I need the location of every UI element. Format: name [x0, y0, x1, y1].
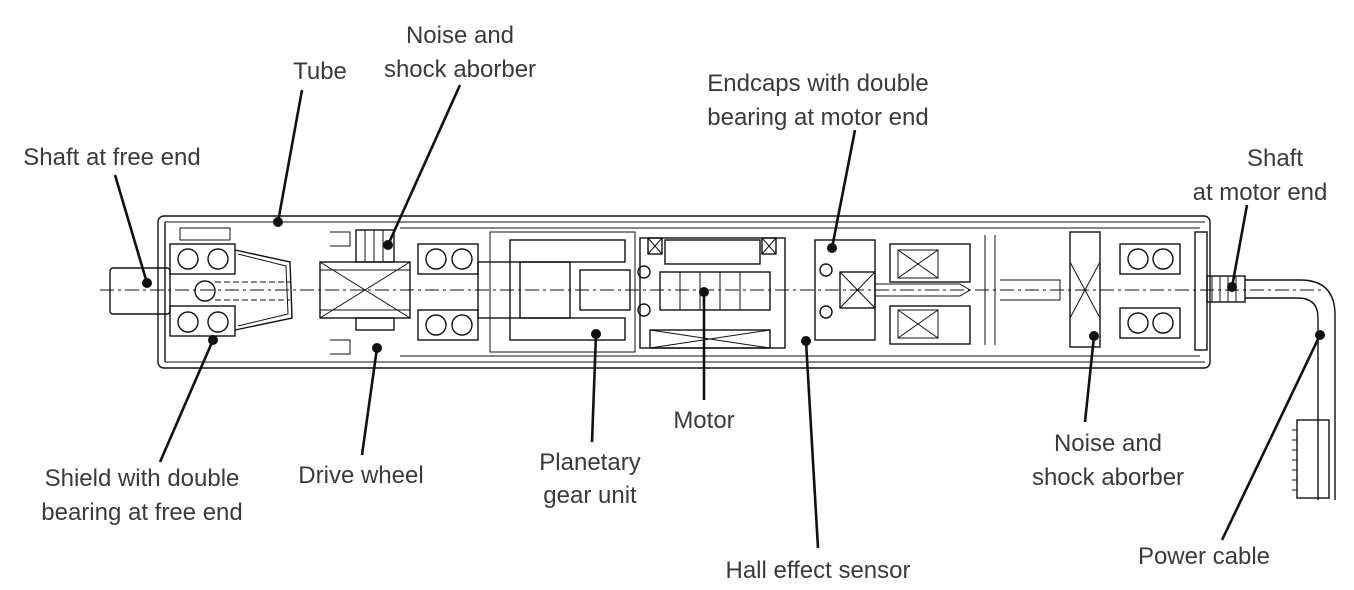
label-shaft-free-end: Shaft at free end — [23, 144, 200, 171]
label-drive-wheel: Drive wheel — [298, 462, 423, 489]
free-end-assembly — [109, 222, 293, 362]
motor-assembly — [637, 237, 786, 349]
motor-end-assembly — [1069, 231, 1208, 351]
leader-lines — [113, 84, 1325, 549]
endcap-assembly — [814, 235, 1061, 345]
tube-outline — [157, 215, 1211, 369]
label-motor: Motor — [673, 407, 734, 434]
label-hall-sensor: Hall effect sensor — [726, 557, 911, 584]
label-tube: Tube — [293, 58, 347, 85]
power-cable — [1206, 275, 1336, 500]
drive-wheel-assembly — [319, 229, 411, 355]
planetary-gear-assembly — [417, 231, 636, 353]
label-power-cable: Power cable — [1138, 543, 1270, 570]
